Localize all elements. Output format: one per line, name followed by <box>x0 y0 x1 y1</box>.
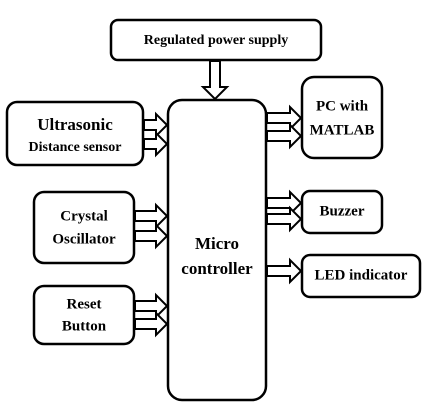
pc-label-line2: MATLAB <box>310 122 375 138</box>
arrow-micro-to-led <box>266 257 303 285</box>
buzzer-block: Buzzer <box>300 189 384 235</box>
arrow-micro-to-buzzer-2 <box>266 205 303 233</box>
arrow-reset-to-micro-2 <box>134 310 169 338</box>
crystal-label-line2: Oscillator <box>52 231 116 247</box>
arrow-reset-to-micro <box>134 292 169 320</box>
pc-matlab-block: PC with MATLAB <box>300 75 384 160</box>
buzzer-label: Buzzer <box>320 203 365 219</box>
microcontroller-block: Micro controller <box>166 98 268 402</box>
reset-button-block: Reset Button <box>32 284 136 346</box>
led-indicator-block: LED indicator <box>300 253 422 299</box>
led-label: LED indicator <box>315 267 408 283</box>
power-supply-block: Regulated power supply <box>109 18 323 62</box>
crystal-oscillator-block: Crystal Oscillator <box>32 190 136 265</box>
arrow-micro-to-pc <box>266 104 303 132</box>
arrow-power-to-micro <box>200 60 230 101</box>
micro-label-line1: Micro <box>195 234 239 253</box>
ultrasonic-label-line2: Distance sensor <box>29 140 122 155</box>
arrow-crystal-to-micro <box>134 202 169 230</box>
ultrasonic-label-line1: Ultrasonic <box>37 115 113 134</box>
reset-label-line2: Button <box>62 318 107 334</box>
arrow-micro-to-buzzer <box>266 189 303 217</box>
arrow-crystal-to-micro-2 <box>134 222 169 250</box>
arrow-ultrasonic-to-micro <box>143 111 169 139</box>
power-supply-label: Regulated power supply <box>144 33 288 48</box>
ultrasonic-sensor-block: Ultrasonic Distance sensor <box>5 100 145 167</box>
arrow-ultrasonic-to-micro-2 <box>143 130 169 158</box>
reset-label-line1: Reset <box>67 296 102 312</box>
crystal-label-line1: Crystal <box>60 208 108 224</box>
arrow-micro-to-pc-2 <box>266 122 303 150</box>
micro-label-line2: controller <box>181 259 253 278</box>
pc-label-line1: PC with <box>316 98 369 114</box>
